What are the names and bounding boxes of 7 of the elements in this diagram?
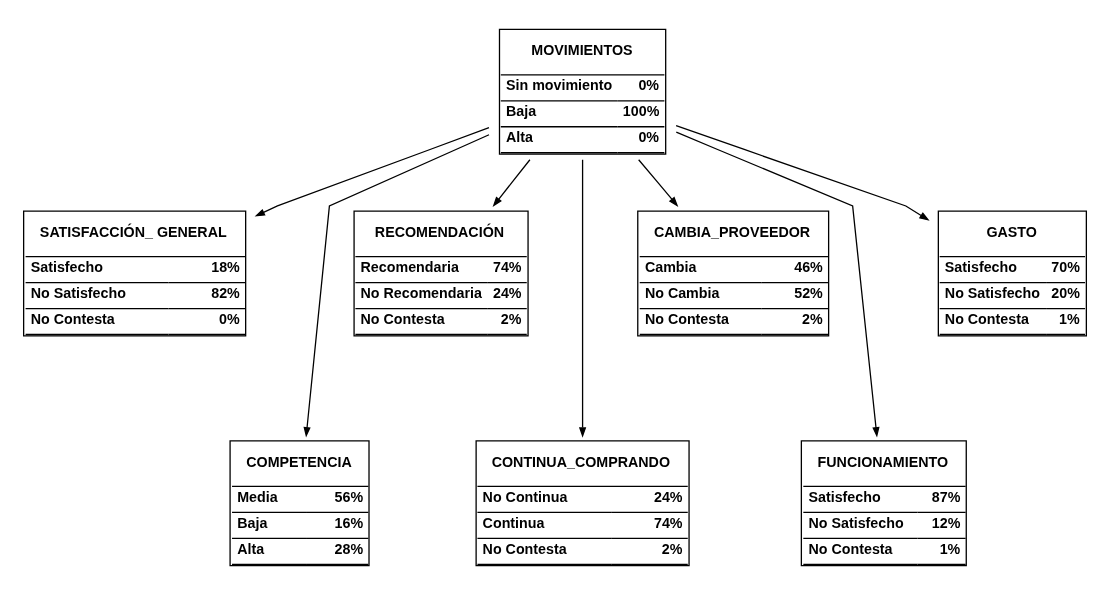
arrow: [578, 158, 587, 438]
arrow: [254, 126, 490, 217]
arrow: [303, 133, 490, 437]
arrow: [675, 124, 930, 221]
arrow: [492, 158, 531, 207]
arrow: [675, 131, 880, 438]
arrow: [638, 158, 679, 207]
